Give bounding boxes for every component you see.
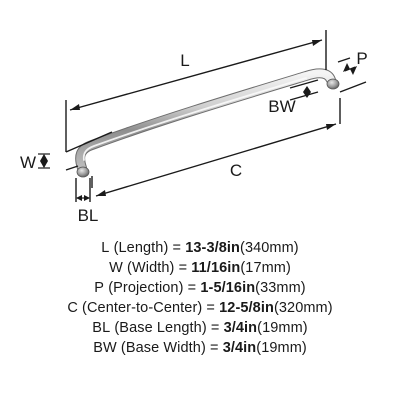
label-BL: BL	[78, 206, 99, 225]
spec-abbr: W	[109, 260, 123, 276]
spec-name: (Center-to-Center)	[82, 300, 203, 316]
spec-abbr: L	[101, 240, 110, 256]
spec-equals: =	[168, 240, 186, 256]
label-W: W	[20, 153, 36, 172]
spec-metric: (19mm)	[257, 320, 308, 336]
spec-equals: =	[206, 320, 224, 336]
spec-metric: (19mm)	[256, 340, 307, 356]
spec-imperial: 3/4in	[222, 340, 257, 356]
handle-bar	[75, 68, 336, 173]
label-BW: BW	[268, 97, 295, 116]
spec-imperial: 1-5/16in	[200, 280, 256, 296]
arrowheads	[40, 40, 357, 201]
spec-equals: =	[174, 260, 192, 276]
left-base	[76, 166, 90, 178]
spec-length: L (Length) = 13-3/8in(340mm)	[0, 238, 400, 258]
spec-metric: (320mm)	[273, 300, 333, 316]
label-P: P	[356, 49, 367, 68]
spec-equals: =	[205, 340, 223, 356]
spec-abbr: BL	[92, 320, 111, 336]
spec-width: W (Width) = 11/16in(17mm)	[0, 258, 400, 278]
spec-imperial: 12-5/8in	[219, 300, 274, 316]
spec-name: (Width)	[127, 260, 175, 276]
spec-name: (Base Length)	[114, 320, 207, 336]
spec-list: L (Length) = 13-3/8in(340mm) W (Width) =…	[0, 238, 400, 358]
spec-abbr: C	[67, 300, 78, 316]
handle-drawing: L P BW W C BL	[20, 30, 368, 225]
spec-metric: (340mm)	[240, 240, 299, 256]
spec-metric: (17mm)	[240, 260, 291, 276]
spec-base-length: BL (Base Length) = 3/4in(19mm)	[0, 318, 400, 338]
spec-name: (Length)	[113, 240, 169, 256]
label-C: C	[230, 161, 242, 180]
spec-base-width: BW (Base Width) = 3/4in(19mm)	[0, 338, 400, 358]
dimension-stems	[38, 66, 356, 199]
right-base	[326, 78, 340, 90]
label-L: L	[180, 51, 189, 70]
spec-equals: =	[183, 280, 201, 296]
spec-metric: (33mm)	[255, 280, 306, 296]
spec-name: (Base Width)	[120, 340, 206, 356]
spec-imperial: 13-3/8in	[185, 240, 241, 256]
spec-center-to-center: C (Center-to-Center) = 12-5/8in(320mm)	[0, 298, 400, 318]
spec-abbr: P	[94, 280, 105, 296]
spec-abbr: BW	[93, 340, 117, 356]
spec-equals: =	[202, 300, 220, 316]
spec-name: (Projection)	[108, 280, 184, 296]
spec-imperial: 11/16in	[191, 260, 241, 276]
dimension-lines	[65, 30, 367, 202]
spec-imperial: 3/4in	[223, 320, 258, 336]
spec-projection: P (Projection) = 1-5/16in(33mm)	[0, 278, 400, 298]
handle-dimension-diagram: L P BW W C BL	[20, 30, 368, 225]
